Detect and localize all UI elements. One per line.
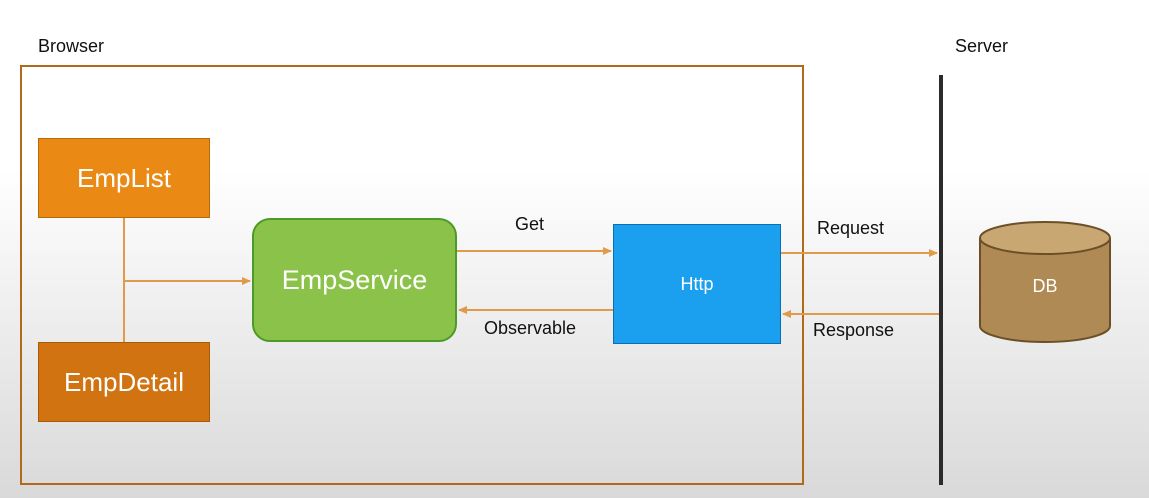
get-label: Get [515,214,545,234]
emplist-label: EmpList [77,162,171,193]
server-boundary-line [939,75,943,485]
empdetail-component: EmpDetail [38,342,210,422]
db-label: DB [1032,276,1058,296]
emplist-component: EmpList [38,138,210,218]
http-label: Http [680,273,714,294]
db-icon [979,221,1111,343]
server-label: Server [955,36,1009,56]
browser-boundary [20,65,804,485]
observable-label: Observable [484,318,577,338]
db-cylinder: DB [978,220,1112,346]
request-label: Request [817,218,885,238]
empservice-label: EmpService [281,264,428,295]
browser-label: Browser [38,36,105,56]
empservice-component: EmpService [252,218,457,342]
http-component: Http [613,224,781,344]
empdetail-label: EmpDetail [64,366,184,397]
response-label: Response [813,320,895,340]
